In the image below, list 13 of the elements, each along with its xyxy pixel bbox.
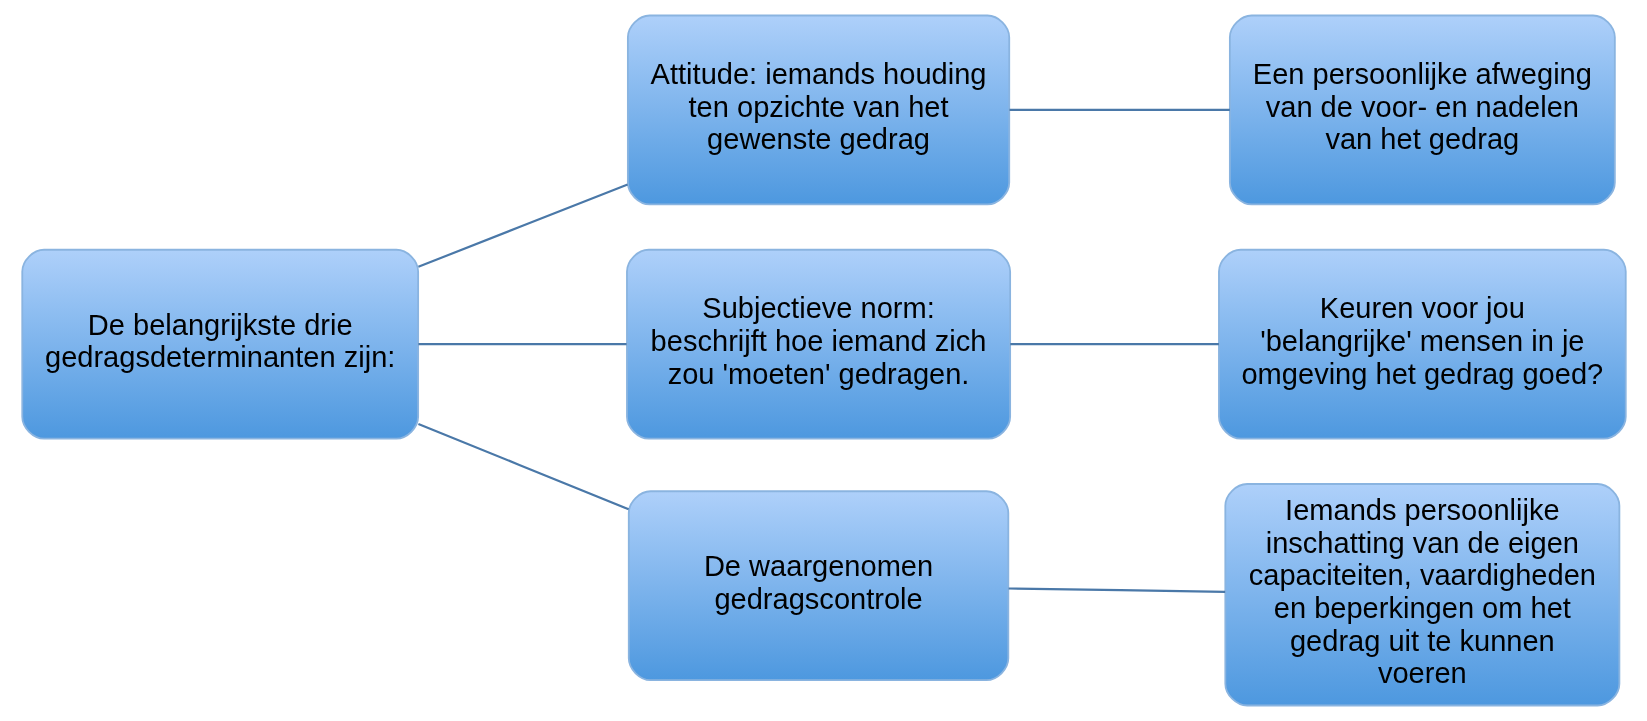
connector — [417, 183, 628, 268]
connector — [1009, 343, 1219, 346]
node-box: Subjectieve norm: beschrijft hoe iemand zich zou 'moeten' gedragen. — [625, 248, 1011, 440]
node-box: Iemands persoonlijke inschatting van de eigen capaciteiten, vaardigheden en beperkingen om het gedrag uit te kunnen voeren — [1223, 483, 1620, 707]
node-box: Attitude: iemands houding ten opzichte van het gewenste gedrag — [626, 14, 1010, 206]
connector — [1008, 108, 1230, 111]
connector — [1008, 587, 1225, 593]
node-box: De belangrijkste drie gedragsdeterminanten zijn: — [20, 248, 419, 440]
node-box: Keuren voor jou 'belangrijke' mensen in je omgeving het gedrag goed? — [1217, 248, 1627, 440]
connector — [417, 422, 629, 511]
connector — [417, 343, 627, 346]
node-box: De waargenomen gedragscontrole — [627, 490, 1009, 681]
node-box: Een persoonlijke afweging van de voor- en nadelen van het gedrag — [1228, 14, 1616, 206]
